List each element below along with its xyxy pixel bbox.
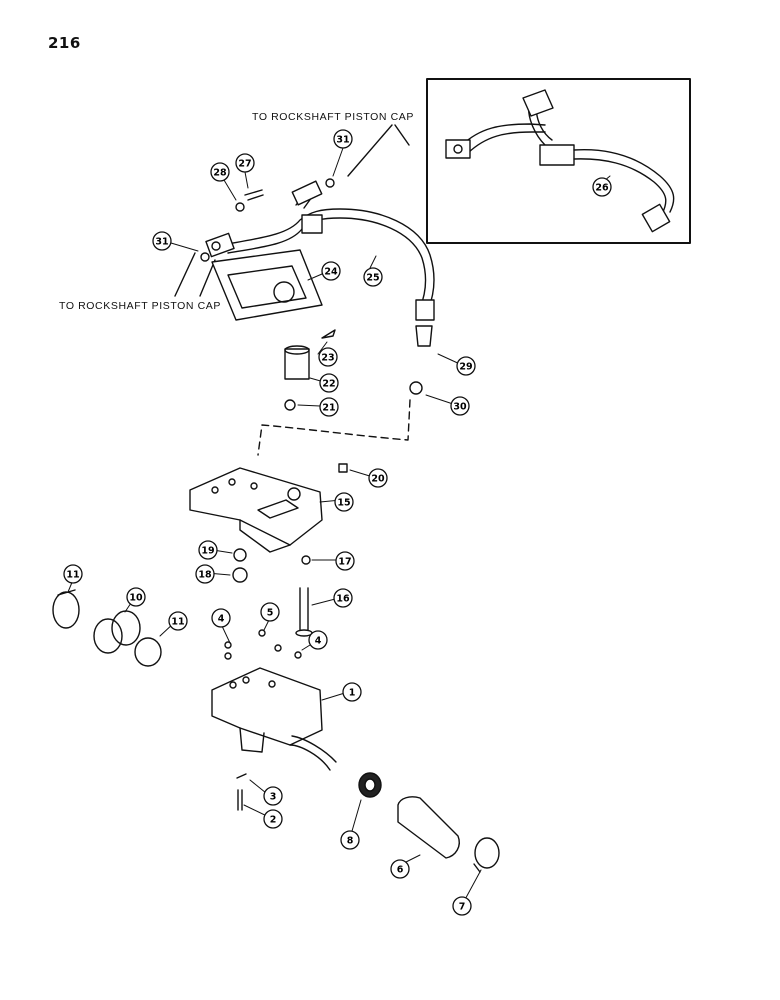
balloon-25: 25: [363, 267, 383, 287]
hose-clamps-and-sleeve: [52, 589, 162, 667]
balloon-10: 10: [126, 587, 146, 607]
balloon-15-label: 15: [337, 498, 350, 509]
balloon-19-label: 19: [201, 546, 214, 557]
balloon-29-label: 29: [459, 362, 472, 373]
valve-body-1: [211, 667, 337, 771]
balloon-31-left-label: 31: [155, 237, 168, 248]
balloon-4-left: 4: [211, 608, 231, 628]
page-number: 216: [48, 34, 81, 52]
balloon-31-top-label: 31: [336, 135, 349, 146]
balloon-26: 26: [592, 177, 612, 197]
callout-to-rockshaft-bottom: TO ROCKSHAFT PISTON CAP: [59, 300, 221, 312]
balloon-6: 6: [390, 859, 410, 879]
balloon-18: 18: [195, 564, 215, 584]
balloon-16-label: 16: [336, 594, 350, 605]
balloon-17-label: 17: [338, 557, 351, 568]
balloon-8-label: 8: [347, 836, 354, 847]
small-parts-upper: [200, 178, 433, 473]
balloon-19: 19: [198, 540, 218, 560]
balloon-24-label: 24: [324, 267, 338, 278]
balloon-4-left-label: 4: [218, 614, 225, 625]
balloon-30: 30: [450, 396, 470, 416]
balloon-23-label: 23: [321, 353, 334, 364]
balloon-8: 8: [340, 830, 360, 850]
balloon-leaders: [67, 147, 611, 906]
balloon-30-label: 30: [453, 402, 467, 413]
gasket-24: [211, 249, 323, 321]
dashed-alignment-line: [257, 399, 411, 456]
balloon-11-right-label: 11: [171, 617, 184, 628]
balloon-2-label: 2: [270, 815, 277, 826]
balloon-28-label: 28: [213, 168, 227, 179]
balloon-4-right: 4: [308, 630, 328, 650]
balloon-16: 16: [333, 588, 353, 608]
balloon-6-label: 6: [397, 865, 404, 876]
balloon-31-top: 31: [333, 129, 353, 149]
tube-25: [205, 180, 435, 321]
balloon-25-label: 25: [366, 273, 379, 284]
callout-to-rockshaft-top: TO ROCKSHAFT PISTON CAP: [252, 111, 414, 123]
balloon-7-label: 7: [459, 902, 466, 913]
balloon-24: 24: [321, 261, 341, 281]
balloon-5: 5: [260, 602, 280, 622]
number-balloons: 27 28 31 31 24 25 26 23 22 21 29 30 20 1…: [63, 129, 612, 916]
balloon-10-label: 10: [129, 593, 143, 604]
inset-alternate-tube: [426, 78, 691, 244]
balloon-5-label: 5: [267, 608, 274, 619]
balloon-21-label: 21: [322, 403, 335, 414]
balloon-3: 3: [263, 786, 283, 806]
balloon-2: 2: [263, 809, 283, 829]
balloon-20-label: 20: [371, 474, 385, 485]
balloon-28: 28: [210, 162, 230, 182]
callout-leaders: [174, 124, 410, 297]
balloon-31-left: 31: [152, 231, 172, 251]
balloon-1-label: 1: [349, 688, 356, 699]
cover-block-15: [189, 467, 323, 553]
balloon-27: 27: [235, 153, 255, 173]
balloon-21: 21: [319, 397, 339, 417]
balloon-26-label: 26: [595, 183, 609, 194]
balloon-15: 15: [334, 492, 354, 512]
balloon-1: 1: [342, 682, 362, 702]
balloon-7: 7: [452, 896, 472, 916]
balloon-11-left: 11: [63, 564, 83, 584]
small-parts-lower: [236, 772, 382, 811]
balloon-17: 17: [335, 551, 355, 571]
small-parts-middle: [224, 548, 313, 660]
balloon-20: 20: [368, 468, 388, 488]
balloon-23: 23: [318, 347, 338, 367]
balloon-22: 22: [319, 373, 339, 393]
balloon-27-label: 27: [238, 159, 251, 170]
balloon-4-right-label: 4: [315, 636, 322, 647]
balloon-3-label: 3: [270, 792, 277, 803]
balloon-18-label: 18: [198, 570, 212, 581]
balloon-29: 29: [456, 356, 476, 376]
balloon-22-label: 22: [322, 379, 335, 390]
balloon-11-left-label: 11: [66, 570, 79, 581]
boot-6-and-clamp-7: [397, 796, 500, 873]
balloon-11-right: 11: [168, 611, 188, 631]
